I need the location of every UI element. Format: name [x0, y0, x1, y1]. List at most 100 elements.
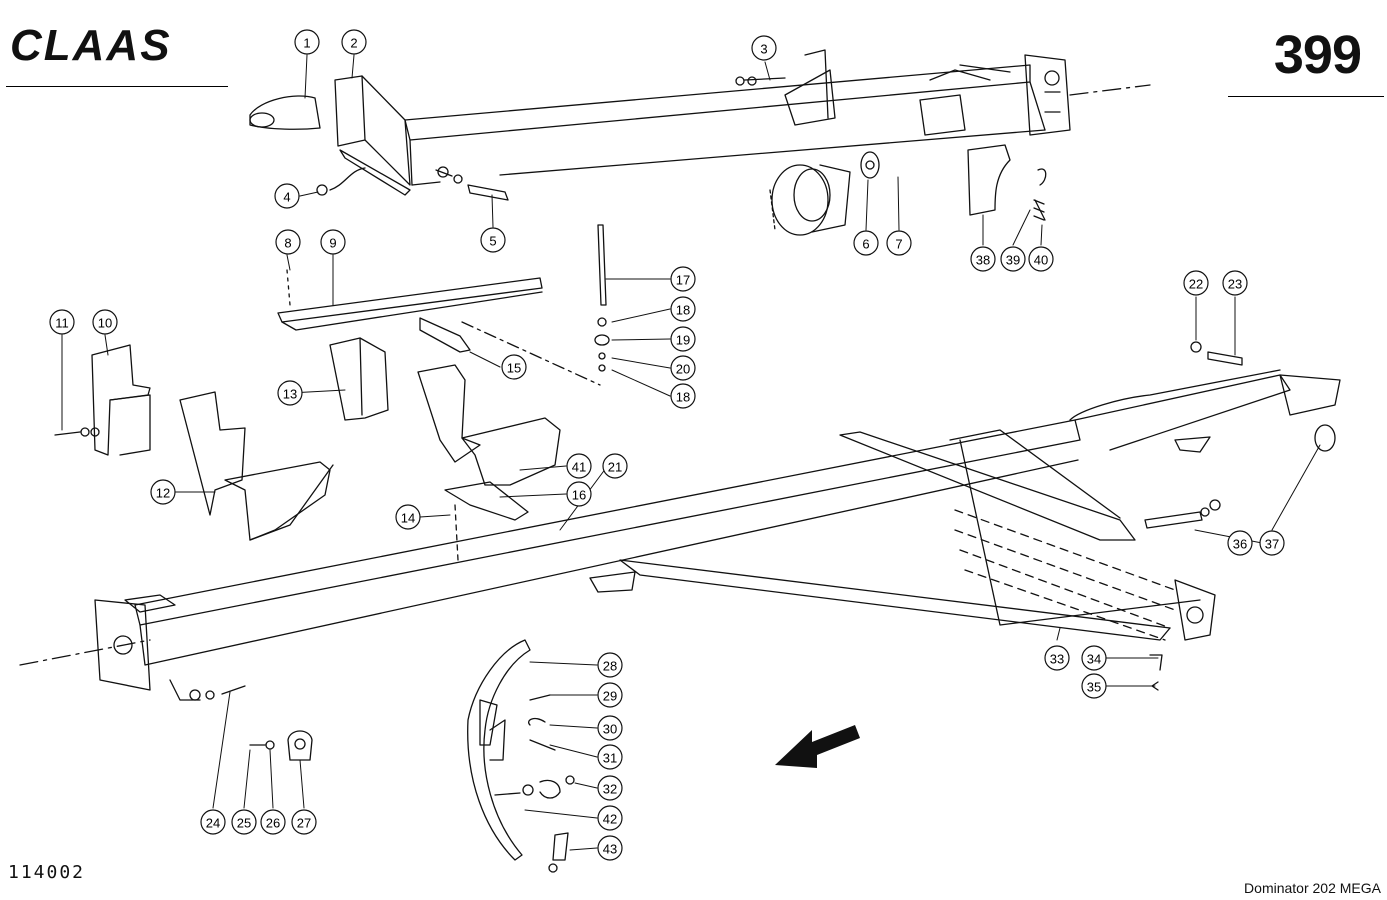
callout-circle	[597, 715, 623, 741]
callout-circle	[92, 309, 118, 335]
callout-circle	[670, 326, 696, 352]
callout-circle	[480, 227, 506, 253]
callout-label: 4	[283, 190, 290, 205]
callout-4: 4	[274, 183, 300, 209]
callout-circle	[341, 29, 367, 55]
callout-label: 19	[676, 333, 690, 348]
callout-22: 22	[1183, 270, 1209, 296]
callout-label: 34	[1087, 652, 1101, 667]
callout-label: 40	[1034, 253, 1048, 268]
callout-29: 29	[597, 682, 623, 708]
callout-circle	[597, 682, 623, 708]
callout-31: 31	[597, 744, 623, 770]
main-frame	[94, 341, 1341, 701]
callout-9: 9	[320, 229, 346, 255]
callout-10: 10	[92, 309, 118, 335]
callout-label: 41	[572, 460, 586, 475]
callout-circle	[566, 481, 592, 507]
callout-label: 13	[283, 387, 297, 402]
callout-circle	[231, 809, 257, 835]
callout-34: 34	[1081, 645, 1107, 671]
callout-circle	[150, 479, 176, 505]
callout-label: 22	[1189, 277, 1203, 292]
callout-label: 17	[676, 273, 690, 288]
callout-18: 18	[670, 383, 696, 409]
callout-circle	[566, 453, 592, 479]
callout-label: 32	[603, 782, 617, 797]
callout-circle	[1183, 270, 1209, 296]
callout-18: 18	[670, 296, 696, 322]
callout-5: 5	[480, 227, 506, 253]
svg-text:CLAAS: CLAAS	[10, 21, 172, 68]
callout-label: 29	[603, 689, 617, 704]
callout-16: 16	[566, 481, 592, 507]
leader-lines	[61, 54, 1321, 851]
callout-7: 7	[886, 230, 912, 256]
bracket-15	[419, 317, 471, 353]
callout-8: 8	[275, 229, 301, 255]
callout-28: 28	[597, 652, 623, 678]
callout-circle	[597, 775, 623, 801]
drawing-number: 114002	[8, 862, 86, 883]
callout-circle	[1259, 530, 1285, 556]
callout-15: 15	[501, 354, 527, 380]
callout-circle	[274, 183, 300, 209]
callout-circle	[602, 453, 628, 479]
callout-21: 21	[602, 453, 628, 479]
callout-label: 43	[603, 842, 617, 857]
callout-label: 6	[862, 237, 869, 252]
callout-20: 20	[670, 355, 696, 381]
callout-label: 35	[1087, 680, 1101, 695]
callout-35: 35	[1081, 673, 1107, 699]
callout-label: 11	[55, 316, 69, 331]
callout-label: 39	[1006, 253, 1020, 268]
callout-circle	[395, 504, 421, 530]
callout-label: 38	[976, 253, 990, 268]
callout-circle	[260, 809, 286, 835]
callout-38: 38	[970, 246, 996, 272]
callout-label: 9	[329, 236, 336, 251]
callout-36: 36	[1227, 530, 1253, 556]
callout-37: 37	[1259, 530, 1285, 556]
callout-label: 33	[1050, 652, 1064, 667]
callout-40: 40	[1028, 246, 1054, 272]
callout-circle	[1000, 246, 1026, 272]
callout-label: 2	[350, 36, 357, 51]
callout-circle	[277, 380, 303, 406]
callout-circle	[670, 355, 696, 381]
travel-direction-arrow-icon	[775, 725, 860, 768]
callout-11: 11	[49, 309, 75, 335]
callout-label: 15	[507, 361, 521, 376]
callout-circle	[501, 354, 527, 380]
callout-33: 33	[1044, 645, 1070, 671]
callout-label: 21	[608, 460, 622, 475]
callout-circle	[670, 383, 696, 409]
callout-circle	[670, 266, 696, 292]
callout-circle	[597, 652, 623, 678]
callout-label: 14	[401, 511, 415, 526]
callout-42: 42	[597, 805, 623, 831]
callout-label: 20	[676, 362, 690, 377]
callout-label: 3	[760, 42, 767, 57]
header-rule-left	[6, 86, 228, 87]
callout-label: 26	[266, 816, 280, 831]
callout-13: 13	[277, 380, 303, 406]
callout-23: 23	[1222, 270, 1248, 296]
callout-circle	[200, 809, 226, 835]
callout-label: 28	[603, 659, 617, 674]
callout-circle	[1028, 246, 1054, 272]
callout-circle	[1081, 673, 1107, 699]
callout-25: 25	[231, 809, 257, 835]
callout-19: 19	[670, 326, 696, 352]
callout-circle	[275, 229, 301, 255]
callout-label: 18	[676, 390, 690, 405]
upper-beam	[249, 49, 1071, 236]
callout-3: 3	[751, 35, 777, 61]
callout-circle	[1227, 530, 1253, 556]
skid-shoe-12	[179, 391, 334, 541]
callout-label: 36	[1233, 537, 1247, 552]
callout-circle	[291, 809, 317, 835]
